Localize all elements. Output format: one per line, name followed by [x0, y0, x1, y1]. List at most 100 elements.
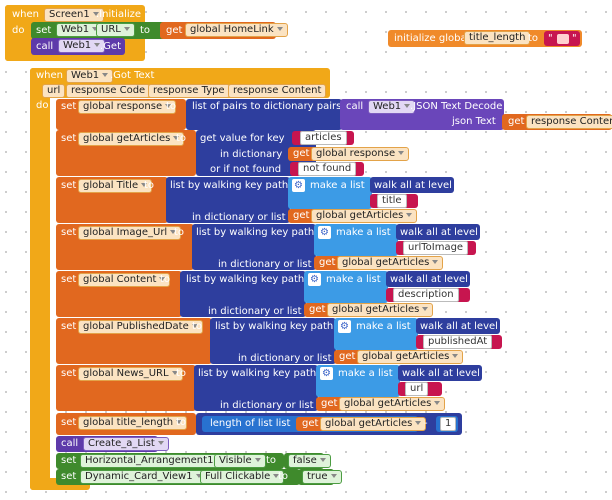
getarticles-dropdown[interactable]: global getArticles — [320, 417, 427, 431]
set-keyword: set — [61, 180, 77, 191]
in-dict-or-list-label: in dictionary or list — [218, 259, 312, 270]
make-list-label: make a list — [326, 274, 381, 285]
param-response-code[interactable]: response Code — [66, 84, 151, 98]
full-clickable-prop-dropdown[interactable]: Full Clickable — [200, 470, 285, 484]
to-keyword: to — [266, 455, 277, 466]
empty-text-field[interactable] — [557, 34, 569, 44]
walk-key-path-title[interactable] — [166, 177, 290, 223]
title-length-var-name[interactable]: title_length — [464, 31, 531, 45]
title-key-text[interactable]: title — [377, 194, 407, 208]
web1-json-dropdown[interactable]: Web1 — [368, 100, 416, 114]
web1-event-dropdown[interactable]: Web1 — [66, 69, 114, 83]
get-keyword: get — [293, 210, 310, 221]
gear-icon[interactable]: ⚙ — [320, 367, 333, 380]
call-keyword: call — [61, 438, 79, 449]
to-keyword: to — [166, 101, 177, 112]
global-response-dropdown[interactable]: global response — [78, 100, 177, 114]
walk-all-label: walk all at level — [420, 321, 498, 332]
publishedat-key-text[interactable]: publishedAt — [423, 335, 493, 349]
to-keyword: to — [176, 417, 187, 428]
walk-all-level-content[interactable] — [386, 271, 470, 287]
global-response-get-dropdown[interactable]: global response — [311, 147, 410, 161]
global-image-url-dropdown[interactable]: global Image_Url — [78, 226, 182, 240]
when-keyword: when — [36, 70, 64, 81]
false-dropdown[interactable]: false — [288, 454, 331, 468]
walk-key-path-news[interactable] — [194, 365, 318, 411]
screen1-dropdown[interactable]: Screen1 — [44, 8, 104, 22]
walk-path-label: list by walking key path — [170, 180, 289, 191]
global-title-dropdown[interactable]: global Title — [78, 179, 153, 193]
global-getarticles-dropdown[interactable]: global getArticles — [78, 132, 185, 146]
walk-all-label: walk all at level — [374, 180, 452, 191]
param-response-content[interactable]: response Content — [228, 84, 327, 98]
length-of-list-label: length of list list — [210, 418, 291, 429]
walk-key-path-image[interactable] — [192, 224, 316, 270]
param-url[interactable]: url — [42, 84, 66, 98]
response-content-dropdown[interactable]: response Content — [526, 115, 612, 129]
in-dictionary-label: in dictionary — [220, 149, 283, 160]
in-dict-or-list-label: in dictionary or list — [192, 212, 286, 223]
in-dict-or-list-label: in dictionary or list — [208, 306, 302, 317]
list-to-dictionary-block[interactable] — [186, 99, 342, 130]
global-title-length-dropdown[interactable]: global title_length — [78, 416, 188, 430]
do-keyword: do — [12, 25, 25, 36]
set-keyword: set — [61, 101, 77, 112]
walk-all-level-title[interactable] — [370, 177, 454, 193]
to-keyword: to — [192, 321, 203, 332]
global-news-url-dropdown[interactable]: global News_URL — [78, 367, 183, 381]
when-keyword: when — [12, 9, 40, 20]
call-json-decode-block[interactable] — [340, 99, 504, 130]
getarticles-dropdown[interactable]: global getArticles — [327, 303, 434, 317]
to-keyword: to — [528, 33, 539, 44]
walk-all-label: walk all at level — [402, 368, 480, 379]
in-dict-or-list-label: in dictionary or list — [220, 400, 314, 411]
not-found-text[interactable]: not found — [298, 162, 357, 176]
web1-dropdown[interactable]: Web1 — [56, 23, 104, 37]
url-key-text[interactable]: url — [405, 382, 429, 396]
make-list-label: make a list — [356, 321, 411, 332]
make-list-label: make a list — [336, 227, 391, 238]
to-keyword: to — [160, 274, 171, 285]
set-keyword: set — [61, 133, 77, 144]
global-content-dropdown[interactable]: global Content — [78, 273, 171, 287]
global-publisheddate-dropdown[interactable]: global PublishedDate — [78, 320, 203, 334]
urltoimage-key-text[interactable]: urlToImage — [403, 241, 469, 255]
web1-gottext-block[interactable] — [30, 68, 50, 490]
minus-operator: - — [424, 418, 428, 429]
make-list-label: make a list — [338, 368, 393, 379]
walk-all-level-published[interactable] — [416, 318, 500, 334]
dynamic-card-view-dropdown[interactable]: Dynamic_Card_View1 — [80, 470, 207, 484]
walk-key-path-content[interactable] — [180, 271, 306, 317]
url-prop-dropdown[interactable]: URL — [96, 23, 135, 37]
getarticles-dropdown[interactable]: global getArticles — [337, 256, 444, 270]
articles-key-text[interactable]: articles — [300, 131, 347, 145]
getarticles-dropdown[interactable]: global getArticles — [311, 209, 418, 223]
homelink-var-dropdown[interactable]: global HomeLink — [185, 23, 288, 37]
visible-prop-dropdown[interactable]: Visible — [214, 454, 266, 468]
set-keyword: set — [61, 274, 77, 285]
gear-icon[interactable]: ⚙ — [308, 273, 321, 286]
to-keyword: to — [140, 25, 151, 36]
true-dropdown[interactable]: true — [302, 470, 342, 484]
gear-icon[interactable]: ⚙ — [292, 179, 305, 192]
get-keyword: get — [321, 398, 338, 409]
or-if-not-found-label: or if not found — [210, 164, 282, 175]
walk-all-level-news[interactable] — [398, 365, 482, 381]
walk-all-level-image[interactable] — [396, 224, 480, 240]
gear-icon[interactable]: ⚙ — [318, 226, 331, 239]
number-one-text[interactable]: 1 — [440, 417, 457, 431]
gear-icon[interactable]: ⚙ — [338, 320, 351, 333]
param-response-type[interactable]: response Type — [148, 84, 230, 98]
horizontal-arrangement-dropdown[interactable]: Horizontal_Arrangement1 — [80, 454, 228, 468]
set-keyword: set — [36, 25, 52, 36]
web1-get-dropdown[interactable]: Web1 — [58, 39, 106, 53]
get-keyword: get — [339, 351, 356, 362]
make-list-label: make a list — [310, 180, 365, 191]
get-keyword: get — [508, 116, 525, 127]
walk-key-path-published[interactable] — [210, 318, 336, 364]
description-key-text[interactable]: description — [393, 288, 459, 302]
create-a-list-dropdown[interactable]: Create_a_List — [83, 437, 169, 451]
set-keyword: set — [61, 368, 77, 379]
getarticles-dropdown[interactable]: global getArticles — [339, 397, 446, 411]
getarticles-dropdown[interactable]: global getArticles — [357, 350, 464, 364]
